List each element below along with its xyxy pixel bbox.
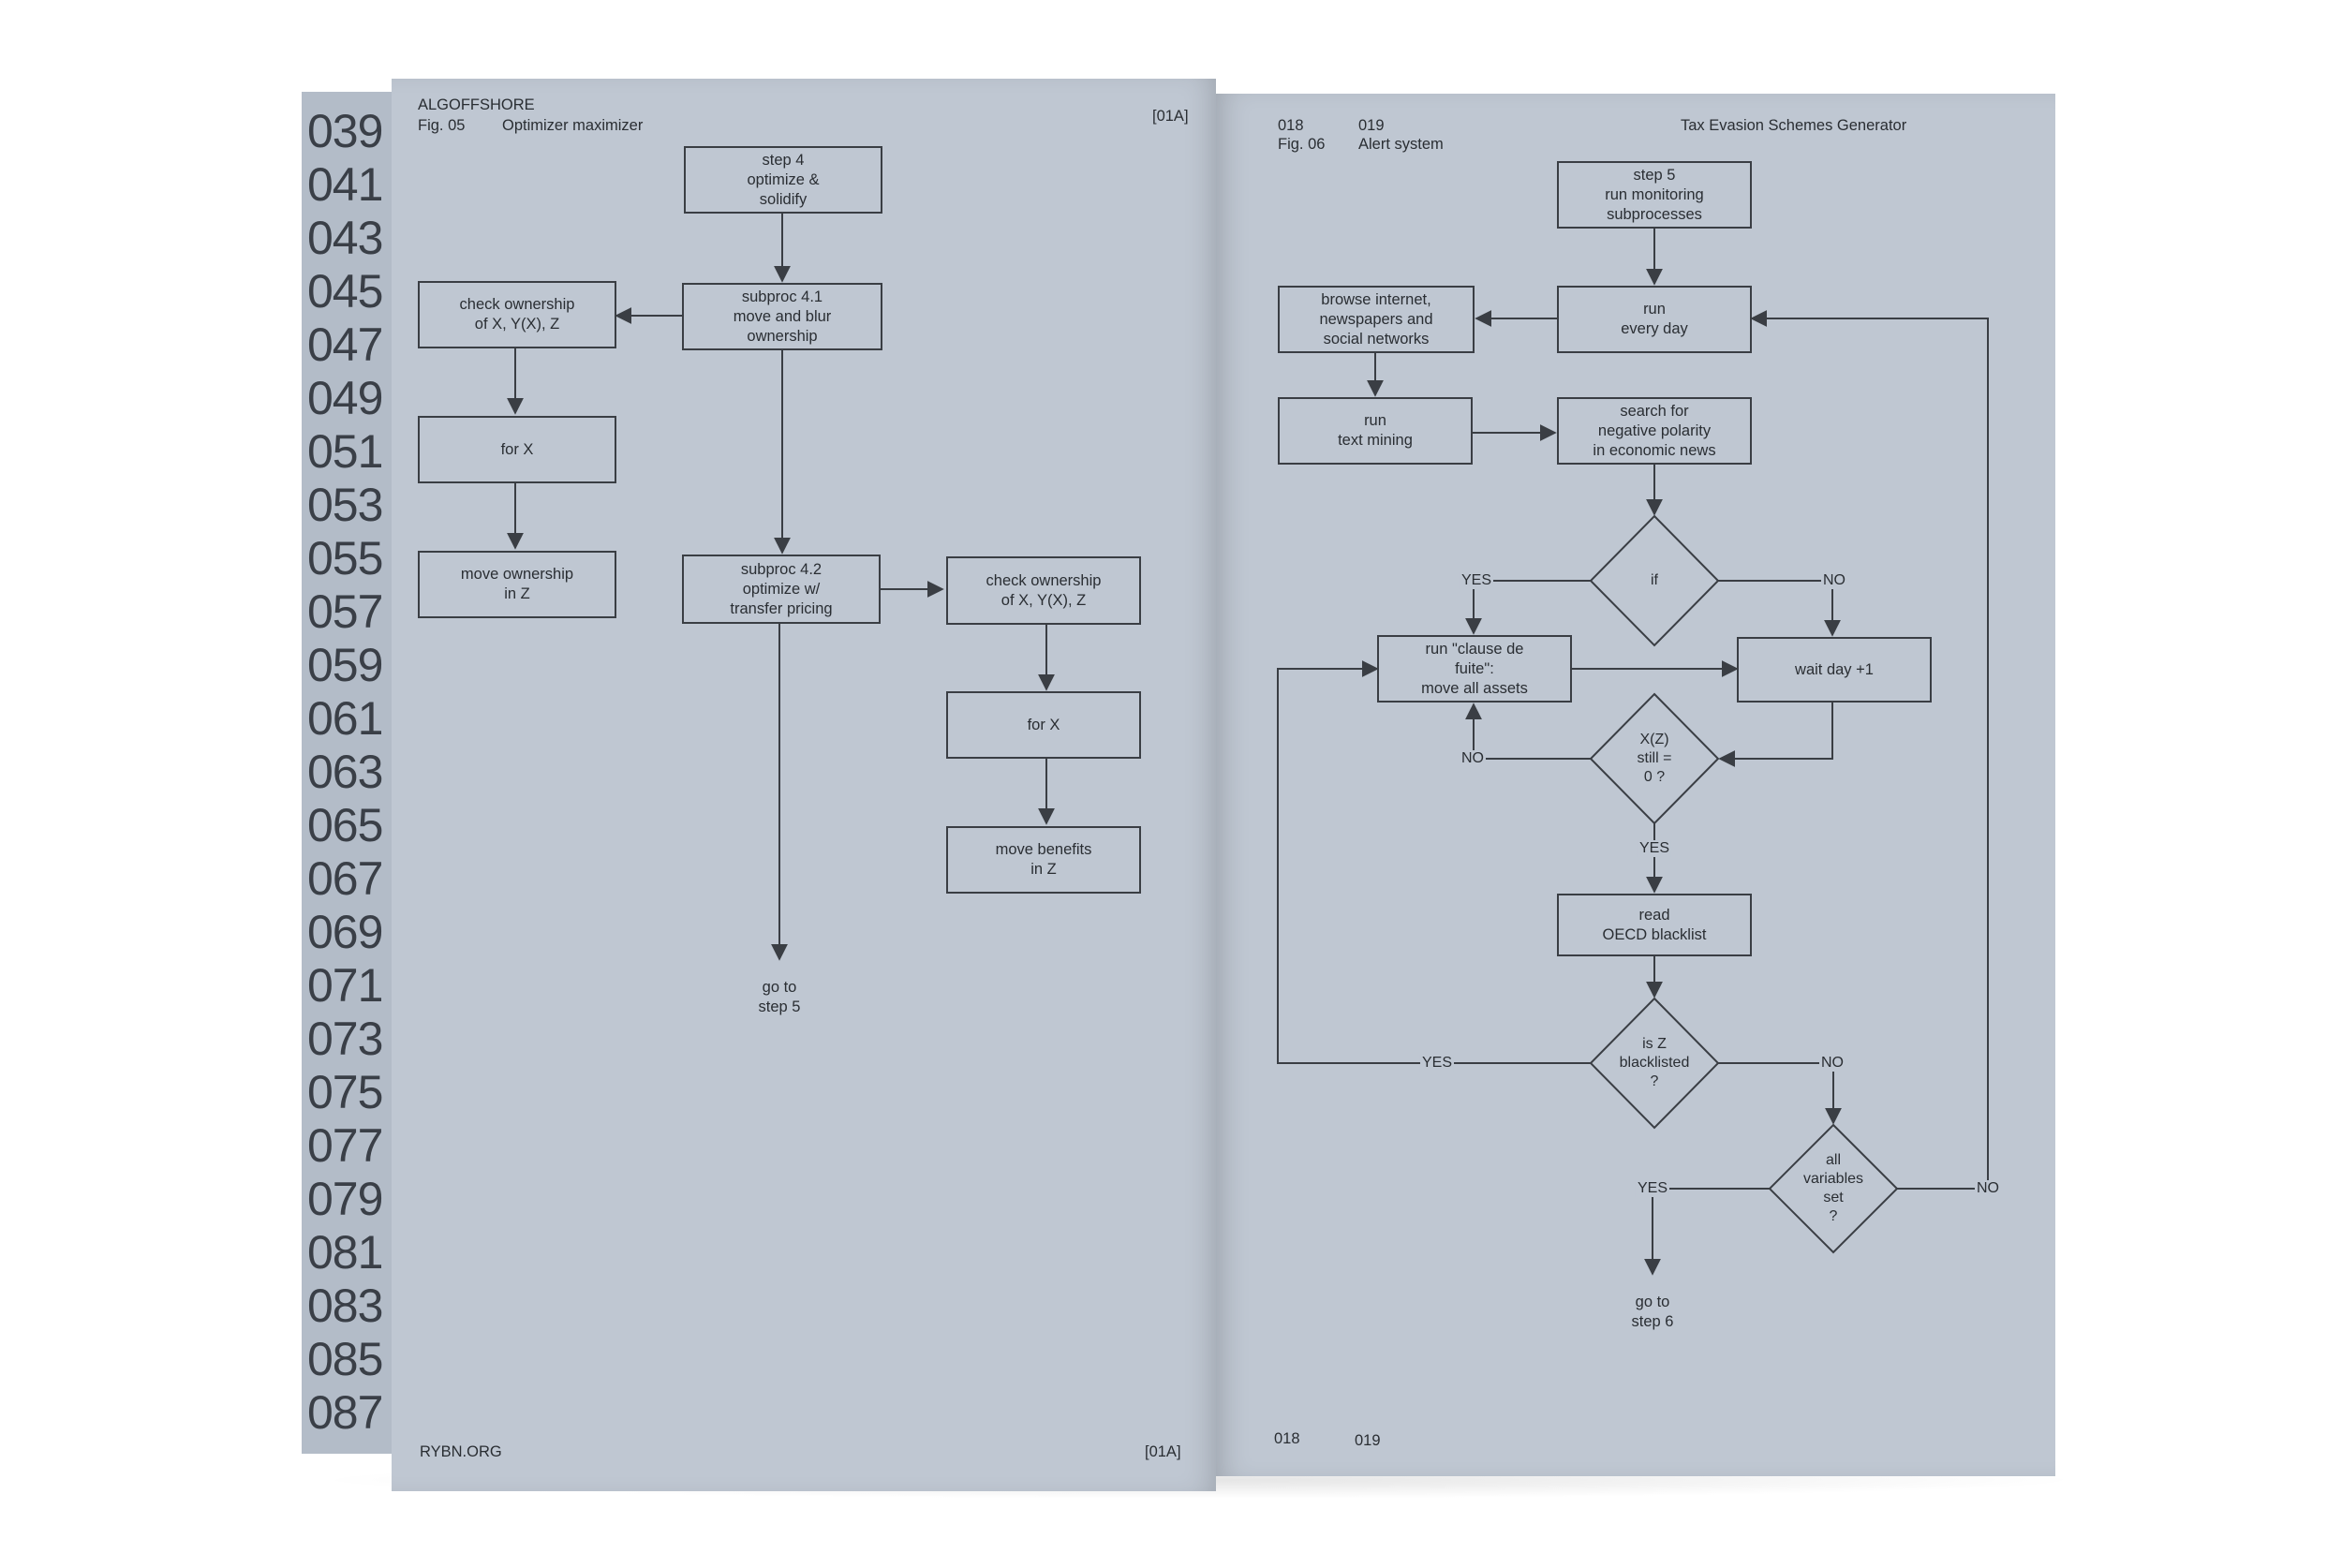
section-code-bottom: [01A] (1145, 1443, 1181, 1460)
edge-page-number: 041 (307, 158, 383, 211)
node-clause-de-fuite: run "clause de fuite": move all assets (1377, 635, 1572, 703)
node-browse-internet: browse internet, newspapers and social n… (1278, 286, 1475, 353)
node-for-x-2: for X (946, 691, 1141, 759)
edge-page-number: 065 (307, 799, 383, 851)
diamond-if-label: if (1651, 572, 1658, 588)
edge-page-number: 047 (307, 318, 383, 371)
node-step4: step 4 optimize & solidify (684, 146, 882, 214)
edge-page-number: 045 (307, 265, 383, 318)
node-text-mining: run text mining (1278, 397, 1473, 465)
diamond-all-variables (1768, 1123, 1899, 1254)
edge-page-number: 053 (307, 479, 383, 531)
edge-bl-no-allvars (1718, 1062, 1842, 1125)
edge-label-if-no: NO (1821, 572, 1847, 589)
brand-title: ALGOFFSHORE (418, 96, 535, 113)
page-number-a: 018 (1278, 117, 1304, 134)
edge-wait-xz (1718, 703, 1833, 767)
figure-title: Alert system (1358, 136, 1444, 153)
edge-page-number: 083 (307, 1280, 383, 1332)
node-move-ownership: move ownership in Z (418, 551, 616, 618)
node-check-ownership-1: check ownership of X, Y(X), Z (418, 281, 616, 348)
edge-if-no-wait (1718, 580, 1841, 637)
section-code-top: [01A] (1152, 108, 1189, 125)
node-subproc-4-1: subproc 4.1 move and blur ownership (682, 283, 882, 350)
edge-page-number: 043 (307, 212, 383, 264)
edge-page-number: 059 (307, 639, 383, 691)
left-page: ALGOFFSHORE Fig. 05 Optimizer maximizer … (392, 79, 1216, 1491)
node-wait-day: wait day +1 (1737, 637, 1932, 703)
figure-title: Optimizer maximizer (502, 117, 644, 134)
edge-page-number: 079 (307, 1173, 383, 1225)
diamond-blacklisted-label: is Z blacklisted ? (1619, 1036, 1690, 1089)
node-goto-step6: go to step 6 (1631, 1294, 1674, 1330)
edge-page-number: 085 (307, 1333, 383, 1385)
footer-site: RYBN.ORG (420, 1443, 502, 1460)
header-title: Tax Evasion Schemes Generator (1681, 117, 1907, 134)
diamond-xz-label: X(Z) still = 0 ? (1637, 732, 1672, 785)
edge-label-if-yes: YES (1459, 572, 1494, 589)
edge-page-number: 087 (307, 1386, 383, 1439)
edge-page-number: 071 (307, 959, 383, 1012)
node-step5: step 5 run monitoring subprocesses (1557, 161, 1752, 229)
edge-label-av-no: NO (1975, 1180, 2001, 1197)
edge-bl-yes-clause (1277, 660, 1591, 1064)
edge-page-number: 073 (307, 1013, 383, 1065)
edge-page-number: 077 (307, 1119, 383, 1172)
figure-number: Fig. 05 (418, 117, 466, 134)
node-search-negative-polarity: search for negative polarity in economic… (1557, 397, 1752, 465)
page-edge-stack (302, 92, 405, 1454)
footer-page-a: 018 (1274, 1430, 1300, 1447)
node-run-every-day: run every day (1557, 286, 1752, 353)
footer-page-b: 019 (1355, 1432, 1381, 1449)
edge-av-yes-goto6 (1644, 1188, 1770, 1276)
figure-number: Fig. 06 (1278, 136, 1326, 153)
edge-xz-no-clause (1465, 703, 1591, 760)
page-number-b: 019 (1358, 117, 1385, 134)
edge-av-no-daily (1750, 310, 1989, 1190)
edge-label-bl-no: NO (1819, 1055, 1845, 1072)
edge-page-number: 055 (307, 532, 383, 584)
edge-page-number: 069 (307, 906, 383, 958)
edge-page-number: 061 (307, 692, 383, 745)
edge-page-number: 057 (307, 585, 383, 638)
right-page: 018 019 Fig. 06 Alert system Tax Evasion… (1216, 94, 2055, 1476)
edge-label-bl-yes: YES (1419, 1055, 1455, 1072)
edge-page-number: 075 (307, 1066, 383, 1118)
edge-page-number: 051 (307, 425, 383, 478)
edge-page-number: 063 (307, 746, 383, 798)
edge-page-number: 067 (307, 852, 383, 905)
node-subproc-4-2: subproc 4.2 optimize w/ transfer pricing (682, 555, 881, 624)
left-flow-connectors (507, 213, 1055, 961)
diamond-all-variables-label: all variables set ? (1802, 1152, 1864, 1224)
edge-label-xz-yes: YES (1637, 840, 1672, 857)
edge-page-number: 049 (307, 372, 383, 424)
edge-page-number: 081 (307, 1226, 383, 1279)
node-goto-step5: go to step 5 (758, 979, 801, 1015)
node-read-oecd: read OECD blacklist (1557, 894, 1752, 956)
diamond-if (1589, 514, 1720, 647)
right-flow-connectors (1277, 229, 1989, 1276)
edge-page-number: 039 (307, 105, 383, 157)
node-move-benefits: move benefits in Z (946, 826, 1141, 894)
node-for-x-1: for X (418, 416, 616, 483)
node-check-ownership-2: check ownership of X, Y(X), Z (946, 556, 1141, 625)
edge-label-xz-no: NO (1460, 750, 1486, 767)
edge-label-av-yes: YES (1635, 1180, 1670, 1197)
diamond-blacklisted (1589, 997, 1720, 1130)
